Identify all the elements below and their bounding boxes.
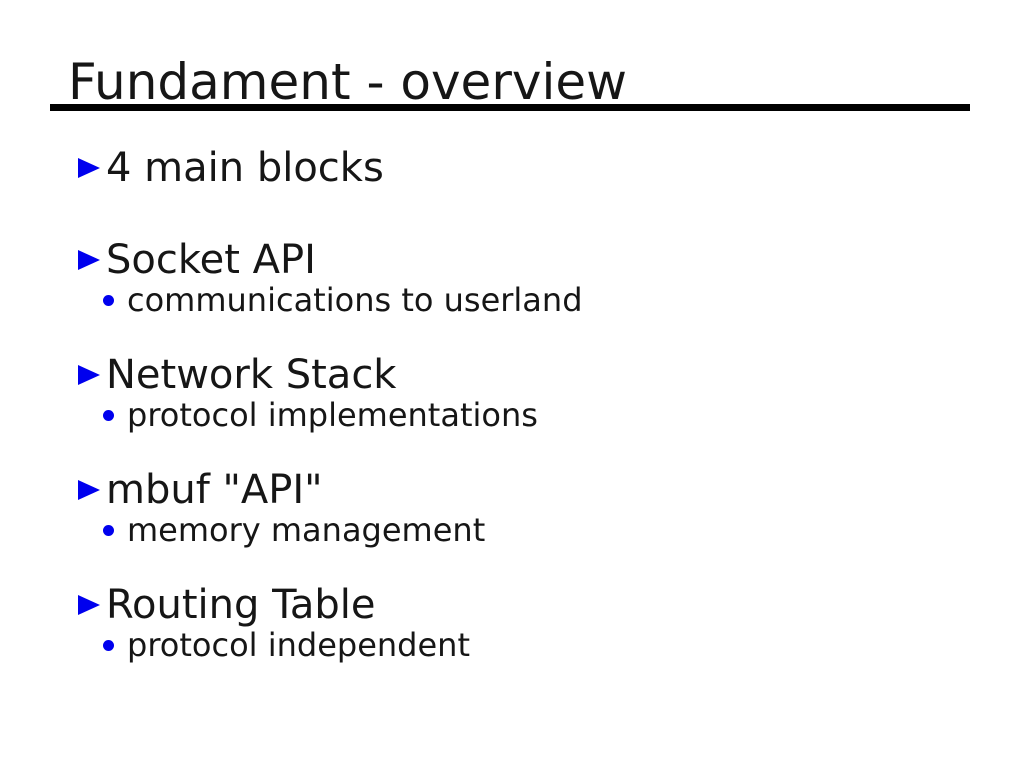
page-title: Fundament - overview xyxy=(68,53,628,111)
bullet-item-label: mbuf "API" xyxy=(106,467,323,513)
bullet-item-label: 4 main blocks xyxy=(106,145,384,191)
sub-item-label: memory management xyxy=(127,511,486,549)
sub-item-label: protocol implementations xyxy=(127,396,538,434)
bullet-group: mbuf "API" memory management xyxy=(78,468,485,548)
triangle-bullet-icon xyxy=(78,480,100,500)
bullet-item: Network Stack xyxy=(78,353,538,397)
sub-item: protocol implementations xyxy=(103,397,538,433)
bullet-item: mbuf "API" xyxy=(78,468,485,512)
triangle-bullet-icon xyxy=(78,158,100,178)
bullet-group: 4 main blocks xyxy=(78,146,384,190)
bullet-group: Socket API communications to userland xyxy=(78,238,583,318)
bullet-group: Routing Table protocol independent xyxy=(78,583,470,663)
sub-item-label: communications to userland xyxy=(127,281,583,319)
dot-bullet-icon xyxy=(103,524,114,536)
bullet-item: Socket API xyxy=(78,238,583,282)
bullet-item-label: Network Stack xyxy=(106,352,397,398)
bullet-item: 4 main blocks xyxy=(78,146,384,190)
bullet-group: Network Stack protocol implementations xyxy=(78,353,538,433)
bullet-item: Routing Table xyxy=(78,583,470,627)
bullet-item-label: Socket API xyxy=(106,237,316,283)
triangle-bullet-icon xyxy=(78,365,100,385)
dot-bullet-icon xyxy=(103,409,114,421)
sub-item: protocol independent xyxy=(103,627,470,663)
triangle-bullet-icon xyxy=(78,595,100,615)
dot-bullet-icon xyxy=(103,294,114,306)
sub-item: memory management xyxy=(103,512,485,548)
dot-bullet-icon xyxy=(103,639,114,651)
sub-item-label: protocol independent xyxy=(127,626,470,664)
triangle-bullet-icon xyxy=(78,250,100,270)
title-underline-rule xyxy=(50,104,970,111)
sub-item: communications to userland xyxy=(103,282,583,318)
bullet-item-label: Routing Table xyxy=(106,582,376,628)
